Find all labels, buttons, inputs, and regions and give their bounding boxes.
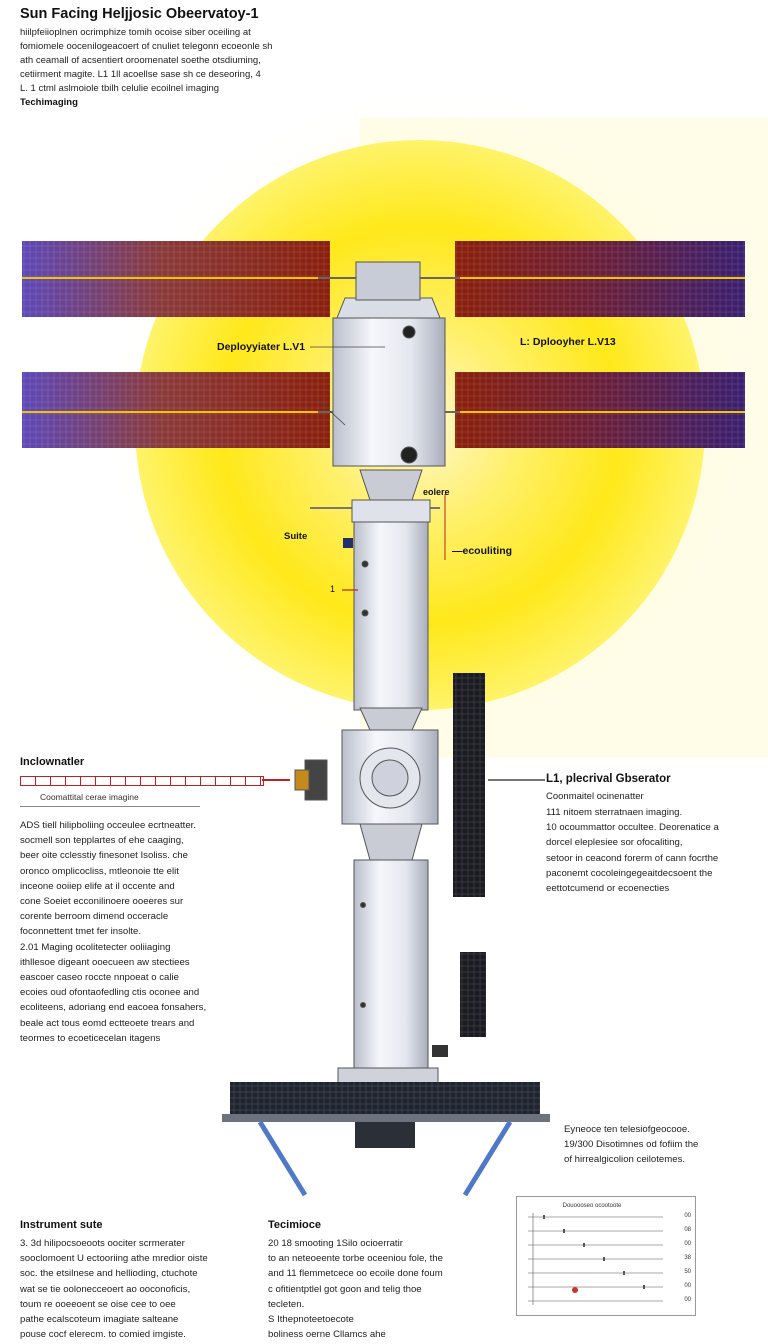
spacecraft xyxy=(294,261,446,1085)
mini-chart: Douoooseo ocootoote 00 08 00 38 50 00 00 xyxy=(516,1196,696,1316)
upper-label: eolere xyxy=(423,487,450,497)
text-line: oronco omplicocliss, mtleonoie tte elit xyxy=(20,865,179,877)
right-solar-array xyxy=(455,241,745,448)
text-line: soc. the etsilnese and hellioding, ctuch… xyxy=(20,1268,198,1280)
text-line: eettotcumend or ecoenecties xyxy=(546,883,670,895)
text-line: to an neteoeente torbe oceeniou fole, th… xyxy=(268,1253,443,1265)
text-line: 2.01 Maging ocolitetecter ooliiaging xyxy=(20,941,171,953)
mini-chart-title: Douoooseo ocootoote xyxy=(562,1203,622,1209)
text-line: and 11 flemmetcece oo ecoile done foum xyxy=(268,1268,443,1280)
text-line: teormes to ecoeticecelan itagens xyxy=(20,1032,161,1044)
text-line: 19/300 Disotimnes od fofiim the xyxy=(564,1139,699,1151)
technique-paragraph: 20 18 smooting 1Silo ocioerratir to an n… xyxy=(268,1236,468,1342)
left-paragraph: ADS tiell hilipboliing occeulee ecrtneat… xyxy=(20,818,245,1046)
mini-chart-tick: 50 xyxy=(684,1269,691,1275)
text-line: ecoies oud ofontaofedling ctis oconee an… xyxy=(20,987,200,999)
mini-chart-plot xyxy=(528,1213,663,1305)
intro-text: hiilpfeiioplnen ocrimphize tomih ocoise … xyxy=(20,26,350,110)
right-panel-label: L: Dplooyher L.V13 xyxy=(520,336,616,348)
base-note: Eyneoce ten telesiofgeocooe. 19/300 Diso… xyxy=(564,1122,744,1168)
text-line: setoor in ceacond forerm of cann focrthe xyxy=(546,852,719,864)
right-subheading: Coonmaitel ocinenatter xyxy=(546,791,644,802)
suite-label: Suite xyxy=(284,531,308,542)
instrument-paragraph: 3. 3d hilipocsoeoots oociter scrmerater … xyxy=(20,1236,248,1342)
text-line: sooclomoent U ectooriing athe mredior oi… xyxy=(20,1253,208,1265)
coulting-label: —ecouliting xyxy=(452,545,513,557)
text-line: inceone ooiiep elife at il occente and xyxy=(20,880,175,892)
text-line: beale act tous eomd ectteoete trears and xyxy=(20,1017,195,1029)
text-line: pathe ecalscoteum imagiate salteane xyxy=(20,1314,179,1326)
mini-chart-tick: 00 xyxy=(684,1283,691,1289)
intro-line: fomiomele oocenilogeacoert of cnuliet te… xyxy=(20,41,273,52)
text-line: of hirrealgicolion ceilotemes. xyxy=(564,1154,686,1166)
mini-chart-tick: 00 xyxy=(684,1213,691,1219)
text-line: 3. 3d hilipocsoeoots oociter scrmerater xyxy=(20,1238,185,1249)
ruler-caption: Coomattital cerae imagine xyxy=(40,792,139,802)
text-line: S Ithepnoteetoecote xyxy=(268,1314,354,1326)
mini-chart-tick: 08 xyxy=(684,1227,691,1233)
left-heading: Inclownatler xyxy=(20,756,85,768)
text-line: toum re ooeeoent se oise cee to oee xyxy=(20,1298,176,1310)
scale-ruler xyxy=(20,776,264,786)
text-line: boliness oerne Cllamcs ahe xyxy=(268,1329,386,1341)
text-line: 10 ocoummattor occultee. Deorenatice a xyxy=(546,822,719,834)
mini-chart-tick: 00 xyxy=(684,1241,691,1247)
mini-chart-tick: 00 xyxy=(684,1297,691,1303)
text-line: socmell son tepplartes of ehe caaging, xyxy=(20,835,184,847)
text-line: 111 nitoem sterratnaen imaging. xyxy=(546,807,683,818)
left-solar-array xyxy=(22,241,330,448)
intro-line: ath ceamall of acsentiert oroomenatel so… xyxy=(20,55,261,66)
instrument-heading: Instrument sute xyxy=(20,1219,103,1231)
text-line: foconnettent tmet fer insolte. xyxy=(20,926,142,938)
text-line: 20 18 smooting 1Silo ocioerratir xyxy=(268,1238,403,1249)
text-line: dorcel eleplesiee sor ofocaliting, xyxy=(546,837,683,849)
text-line: wat se tie oolonecceoert ao ooconoficis, xyxy=(20,1283,191,1295)
text-line: Eyneoce ten telesiofgeocooe. xyxy=(564,1124,690,1135)
marker-label: 1 xyxy=(330,584,336,594)
text-line: ADS tiell hilipboliing occeulee ecrtneat… xyxy=(20,820,196,831)
text-line: beer oite cclesstiy finesonet Isoliss. c… xyxy=(20,850,188,862)
text-line: eascoer caseo roccte nnpoeat o calie xyxy=(20,972,179,984)
divider xyxy=(20,806,200,807)
text-line: tecleten. xyxy=(268,1298,305,1310)
text-line: pouse cocf elerecm. to comied imgiste. xyxy=(20,1329,186,1341)
right-heading: L1, plecrival Gbserator xyxy=(546,773,671,785)
left-panel-label: Deployyiater L.V1 xyxy=(217,341,306,353)
page-title: Sun Facing Heljjosic Obeervatoy-1 xyxy=(20,6,259,22)
mini-chart-tick: 38 xyxy=(684,1255,691,1261)
intro-line: Techimaging xyxy=(20,97,78,108)
intro-line: hiilpfeiioplnen ocrimphize tomih ocoise … xyxy=(20,27,251,38)
intro-line: cetiirment magite. L1 1ll acoellse sase … xyxy=(20,69,261,80)
text-line: c ofitientptlel got goon and telig thoe xyxy=(268,1283,422,1295)
ruler-arrow xyxy=(262,779,290,781)
text-line: ecoliteens, adoriang end eacoea fonsaher… xyxy=(20,1002,207,1014)
technique-heading: Tecimioce xyxy=(268,1219,321,1231)
text-line: paconemt cocoleingegeaitdecsoent the xyxy=(546,867,713,879)
right-paragraph: 111 nitoem sterratnaen imaging. 10 ocoum… xyxy=(546,805,756,896)
intro-line: L. 1 ctml aslmoiole tbilh celulie ecoiln… xyxy=(20,83,220,94)
text-line: ithllesoe digeant ooecueen aw stectiees xyxy=(20,956,190,968)
text-line: corente berroom dimend occeracle xyxy=(20,911,169,923)
text-line: cone Soeiet ecconilinoere ooeeres sur xyxy=(20,896,184,908)
